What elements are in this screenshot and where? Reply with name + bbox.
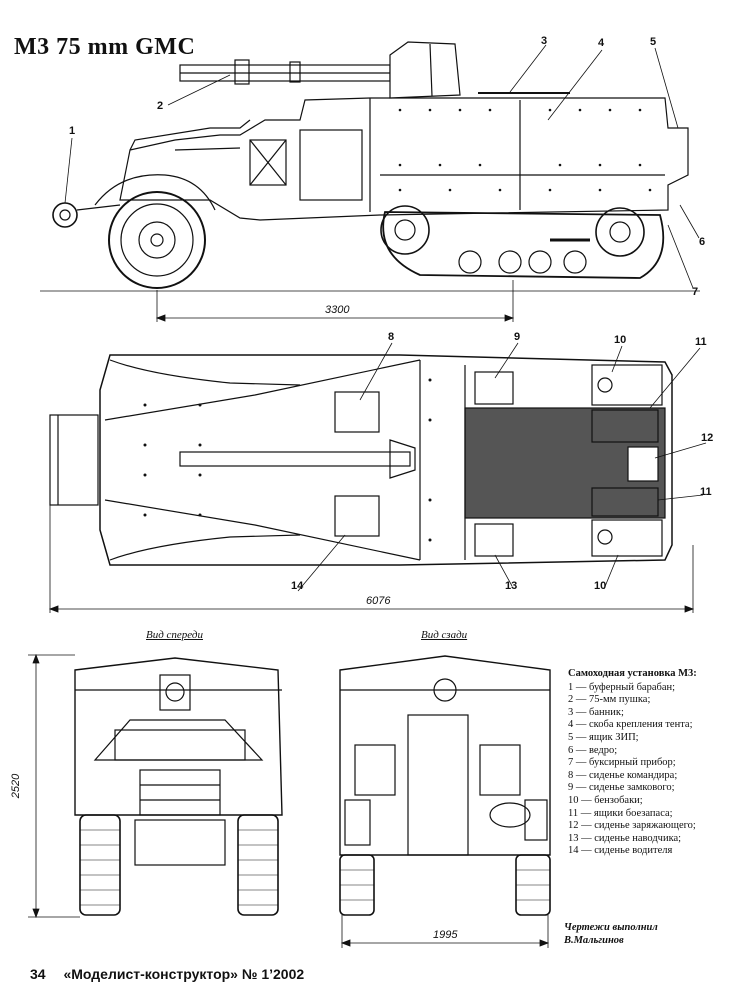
rear-view	[339, 655, 551, 916]
callout-7: 7	[692, 286, 699, 298]
legend-item: 14 — сиденье водителя	[568, 845, 673, 857]
legend-item: 1 — буферный барабан;	[568, 681, 676, 693]
legend-item: 12 — сиденье заряжающего;	[568, 820, 696, 832]
dimension-wheelbase: 3300	[325, 304, 350, 316]
top-view	[49, 354, 673, 566]
callout-3: 3	[541, 35, 548, 47]
callout-2: 2	[157, 100, 164, 112]
legend-title: Самоходная установка М3:	[568, 668, 697, 679]
callout-10-bottom: 10	[594, 580, 607, 592]
page-footer: 34 «Моделист-конструктор» № 1’2002	[30, 966, 318, 982]
front-view-label: Вид спереди	[146, 629, 203, 641]
legend-item: 8 — сиденье командира;	[568, 769, 678, 781]
legend-item: 2 — 75-мм пушка;	[568, 694, 651, 706]
legend-item: 4 — скоба крепления тента;	[568, 719, 693, 731]
dimension-height: 2520	[10, 773, 23, 799]
callout-4: 4	[598, 37, 605, 49]
callout-11-bottom: 11	[700, 486, 712, 498]
callout-5: 5	[650, 36, 657, 48]
page-number: 34	[30, 966, 46, 982]
callout-12: 12	[701, 432, 714, 444]
callout-14: 14	[291, 580, 304, 592]
legend-item: 10 — бензобаки;	[568, 794, 643, 806]
magazine-name: «Моделист-конструктор» № 1’2002	[63, 966, 305, 982]
callout-8: 8	[388, 331, 395, 343]
legend: Самоходная установка М3: 1 — буферный ба…	[568, 668, 728, 858]
dimension-width: 1995	[433, 929, 458, 941]
rear-view-label: Вид сзади	[421, 629, 468, 641]
credit-line-2: В.Мальгинов	[564, 935, 624, 946]
page-title: M3 75 mm GMC	[14, 34, 196, 60]
callout-1: 1	[69, 125, 76, 137]
legend-item: 13 — сиденье наводчика;	[568, 832, 682, 844]
legend-item: 5 — ящик ЗИП;	[568, 731, 639, 743]
legend-item: 11 — ящики боезапаса;	[568, 807, 673, 819]
legend-item: 3 — банник;	[568, 706, 624, 718]
callout-10-top: 10	[614, 334, 627, 346]
front-view	[74, 657, 283, 916]
callout-11-top: 11	[695, 336, 707, 348]
legend-item: 7 — буксирный прибор;	[568, 757, 676, 769]
callout-6: 6	[699, 236, 706, 248]
callout-13: 13	[505, 580, 518, 592]
legend-item: 9 — сиденье замкового;	[568, 782, 675, 794]
callout-9: 9	[514, 331, 521, 343]
legend-item: 6 — ведро;	[568, 744, 618, 756]
side-view	[40, 41, 700, 292]
drawing-credit: Чертежи выполнил В.Мальгинов	[564, 921, 658, 947]
credit-line-1: Чертежи выполнил	[564, 922, 658, 933]
dimension-length: 6076	[366, 595, 391, 607]
